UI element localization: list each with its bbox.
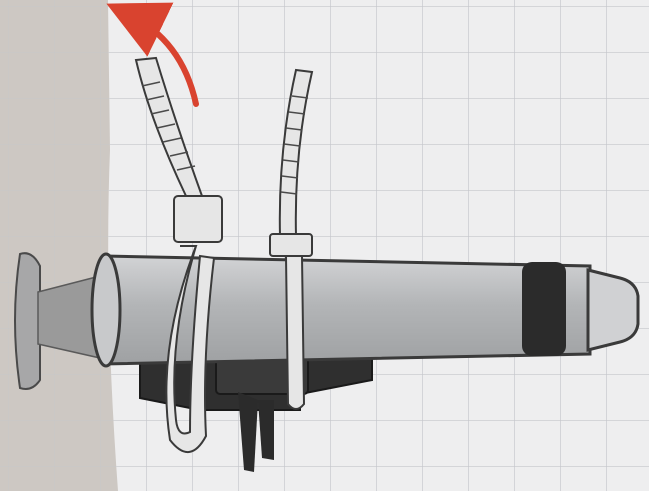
nozzle: [588, 270, 638, 350]
plunger-thumb-rest: [15, 253, 40, 389]
barrel-flange: [92, 254, 120, 366]
rubber-stopper: [522, 262, 566, 356]
